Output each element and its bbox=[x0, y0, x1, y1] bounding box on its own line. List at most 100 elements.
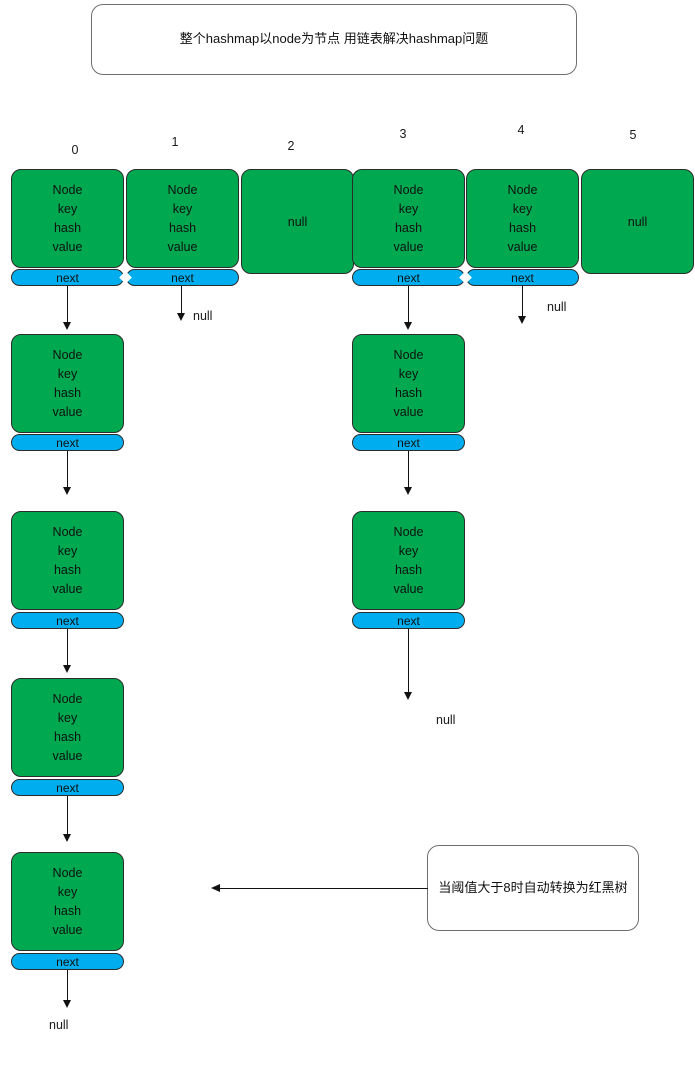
bucket-index-4: 4 bbox=[517, 123, 525, 137]
next-label: next bbox=[56, 435, 79, 450]
node-hash: hash bbox=[394, 385, 423, 400]
bucket-3-node-2-next[interactable]: next bbox=[352, 612, 465, 629]
bucket-0-node-0-next[interactable]: next bbox=[11, 269, 124, 286]
node-key: key bbox=[512, 201, 533, 216]
bucket-index-1: 1 bbox=[171, 135, 179, 149]
bucket-0-node-2[interactable]: Node key hash value bbox=[11, 511, 124, 610]
node-value: value bbox=[52, 922, 83, 937]
bucket-4-tail-link bbox=[522, 286, 523, 318]
bucket-0-node-4[interactable]: Node key hash value bbox=[11, 852, 124, 951]
treeify-annotation-arrow-head bbox=[211, 884, 220, 892]
node-title: Node bbox=[167, 182, 198, 197]
next-label: next bbox=[56, 954, 79, 969]
bucket-0-link-0 bbox=[67, 286, 68, 324]
bucket-3-link-1 bbox=[408, 451, 409, 489]
bucket-0-node-3[interactable]: Node key hash value bbox=[11, 678, 124, 777]
bucket-0-arrow-1 bbox=[63, 487, 71, 495]
bucket-0-node-2-next[interactable]: next bbox=[11, 612, 124, 629]
bucket-1-node-0-next[interactable]: next bbox=[126, 269, 239, 286]
node-hash: hash bbox=[53, 729, 82, 744]
treeify-annotation-text: 当阈值大于8时自动转换为红黑树 bbox=[438, 879, 628, 895]
next-label: next bbox=[56, 780, 79, 795]
next-label: next bbox=[56, 270, 79, 285]
title-callout-text: 整个hashmap以node为节点 用链表解决hashmap问题 bbox=[179, 31, 489, 47]
node-hash: hash bbox=[508, 220, 537, 235]
bucket-4-tail-arrow bbox=[518, 316, 526, 324]
bucket-3-link-0 bbox=[408, 286, 409, 324]
bucket-3-arrow-0 bbox=[404, 322, 412, 330]
node-title: Node bbox=[52, 182, 83, 197]
bucket-0-arrow-2 bbox=[63, 665, 71, 673]
node-value: value bbox=[393, 239, 424, 254]
bucket-index-3: 3 bbox=[399, 127, 407, 141]
bucket-index-5: 5 bbox=[629, 128, 637, 142]
node-key: key bbox=[398, 201, 419, 216]
node-title: Node bbox=[393, 347, 424, 362]
node-key: key bbox=[398, 366, 419, 381]
treeify-annotation-callout: 当阈值大于8时自动转换为红黑树 bbox=[427, 845, 639, 931]
node-value: value bbox=[52, 748, 83, 763]
bucket-0-arrow-0 bbox=[63, 322, 71, 330]
node-hash: hash bbox=[168, 220, 197, 235]
bucket-3-arrow-1 bbox=[404, 487, 412, 495]
node-title: Node bbox=[393, 524, 424, 539]
node-key: key bbox=[57, 710, 78, 725]
bucket-2-empty[interactable]: null bbox=[241, 169, 354, 274]
bucket-3-node-1[interactable]: Node key hash value bbox=[352, 334, 465, 433]
node-hash: hash bbox=[53, 562, 82, 577]
next-label: next bbox=[397, 613, 420, 628]
bucket-3-terminator-null: null bbox=[436, 713, 456, 727]
next-label: next bbox=[171, 270, 194, 285]
node-value: value bbox=[167, 239, 198, 254]
node-hash: hash bbox=[394, 220, 423, 235]
node-title: Node bbox=[52, 524, 83, 539]
bucket-0-tail-arrow bbox=[63, 1000, 71, 1008]
bucket-2-empty-label: null bbox=[287, 214, 308, 229]
node-title: Node bbox=[52, 347, 83, 362]
bucket-4-node-0[interactable]: Node key hash value bbox=[466, 169, 579, 268]
treeify-annotation-arrow-line bbox=[220, 888, 428, 889]
node-title: Node bbox=[52, 691, 83, 706]
bucket-1-tail-link bbox=[181, 286, 182, 315]
bucket-0-node-0[interactable]: Node key hash value bbox=[11, 169, 124, 268]
node-key: key bbox=[172, 201, 193, 216]
node-value: value bbox=[52, 581, 83, 596]
bucket-0-terminator-null: null bbox=[49, 1018, 69, 1032]
bucket-0-node-4-next[interactable]: next bbox=[11, 953, 124, 970]
bucket-3-node-1-next[interactable]: next bbox=[352, 434, 465, 451]
node-key: key bbox=[57, 366, 78, 381]
node-value: value bbox=[393, 581, 424, 596]
node-title: Node bbox=[507, 182, 538, 197]
next-label: next bbox=[511, 270, 534, 285]
bucket-3-tail-link bbox=[408, 629, 409, 694]
next-label: next bbox=[397, 435, 420, 450]
node-hash: hash bbox=[53, 385, 82, 400]
bucket-3-node-0-next[interactable]: next bbox=[352, 269, 465, 286]
bucket-3-node-0[interactable]: Node key hash value bbox=[352, 169, 465, 268]
bucket-index-2: 2 bbox=[287, 139, 295, 153]
bucket-0-node-1-next[interactable]: next bbox=[11, 434, 124, 451]
node-hash: hash bbox=[53, 220, 82, 235]
bucket-0-link-1 bbox=[67, 451, 68, 489]
bucket-3-tail-arrow bbox=[404, 692, 412, 700]
node-key: key bbox=[57, 201, 78, 216]
bucket-0-node-3-next[interactable]: next bbox=[11, 779, 124, 796]
bucket-3-node-2[interactable]: Node key hash value bbox=[352, 511, 465, 610]
bucket-0-link-2 bbox=[67, 629, 68, 667]
bucket-1-node-0[interactable]: Node key hash value bbox=[126, 169, 239, 268]
bucket-5-empty-label: null bbox=[627, 214, 648, 229]
bucket-0-tail-link bbox=[67, 970, 68, 1002]
node-title: Node bbox=[52, 865, 83, 880]
title-callout: 整个hashmap以node为节点 用链表解决hashmap问题 bbox=[91, 4, 577, 75]
bucket-4-node-0-next[interactable]: next bbox=[466, 269, 579, 286]
bucket-5-empty[interactable]: null bbox=[581, 169, 694, 274]
node-value: value bbox=[52, 239, 83, 254]
node-key: key bbox=[57, 543, 78, 558]
node-key: key bbox=[398, 543, 419, 558]
node-value: value bbox=[52, 404, 83, 419]
node-title: Node bbox=[393, 182, 424, 197]
next-label: next bbox=[397, 270, 420, 285]
node-value: value bbox=[393, 404, 424, 419]
bucket-0-node-1[interactable]: Node key hash value bbox=[11, 334, 124, 433]
